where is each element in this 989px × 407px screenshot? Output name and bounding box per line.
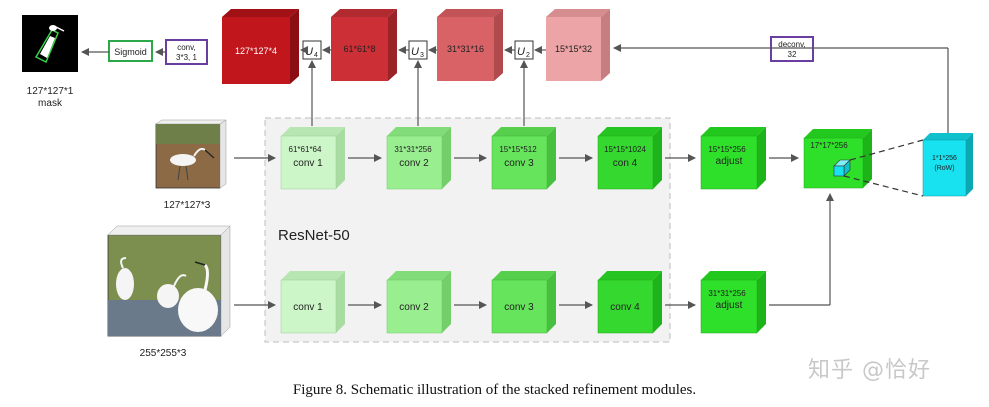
- svg-text:adjust: adjust: [716, 300, 743, 311]
- svg-text:61*61*64: 61*61*64: [289, 145, 322, 154]
- svg-text:conv 2: conv 2: [399, 302, 429, 313]
- svg-text:31*31*256: 31*31*256: [708, 289, 746, 298]
- search-conv2: conv 2: [386, 271, 451, 334]
- correlation-cube: 17*17*256: [803, 129, 872, 189]
- svg-text:(RoW): (RoW): [934, 165, 954, 172]
- refine-map-1: 127*127*4: [222, 9, 299, 84]
- template-image-label: 127*127*3: [164, 200, 211, 211]
- search-image-label: 255*255*3: [140, 348, 187, 359]
- template-conv3: 15*15*512 conv 3: [491, 127, 556, 190]
- conv-label-line2: 3*3, 1: [176, 53, 197, 62]
- refine-op-u3: U 3: [408, 40, 428, 60]
- template-image: [155, 119, 227, 189]
- row-dashed-links: [843, 139, 924, 197]
- backbone-label: ResNet-50: [278, 227, 350, 244]
- svg-text:con 4: con 4: [613, 158, 638, 169]
- svg-text:17*17*256: 17*17*256: [810, 141, 848, 150]
- row-cube: 1*1*256 (RoW): [922, 133, 973, 197]
- figure-caption: Figure 8. Schematic illustration of the …: [292, 382, 697, 398]
- svg-text:conv 1: conv 1: [293, 302, 323, 313]
- svg-text:1*1*256: 1*1*256: [932, 155, 957, 162]
- template-adjust: 15*15*256 adjust: [700, 127, 766, 190]
- mask-image: [22, 15, 78, 72]
- refine-map-4: 15*15*32: [546, 9, 610, 81]
- svg-text:conv 3: conv 3: [504, 302, 534, 313]
- template-conv2: 31*31*256 conv 2: [386, 127, 451, 190]
- template-conv1: 61*61*64 conv 1: [280, 127, 345, 190]
- conv-box: [165, 39, 208, 65]
- sigmoid-box: [108, 40, 153, 62]
- svg-text:31*31*256: 31*31*256: [394, 145, 432, 154]
- search-conv3: conv 3: [491, 271, 556, 334]
- watermark: 知乎 @恰好: [808, 358, 931, 383]
- svg-text:2: 2: [526, 52, 530, 59]
- deconv-label-line2: 32: [788, 50, 797, 59]
- deconv-label-line1: deconv,: [778, 40, 805, 49]
- svg-text:61*61*8: 61*61*8: [343, 44, 375, 54]
- refine-map-3: 31*31*16: [437, 9, 503, 81]
- svg-text:U: U: [305, 46, 313, 58]
- sigmoid-label: Sigmoid: [114, 47, 147, 57]
- deconv-box: [770, 36, 814, 62]
- svg-text:adjust: adjust: [716, 156, 743, 167]
- svg-text:conv 1: conv 1: [293, 158, 323, 169]
- refine-map-2: 61*61*8: [331, 9, 397, 81]
- svg-text:3: 3: [420, 52, 424, 59]
- conv-label-line1: conv,: [177, 43, 196, 52]
- svg-text:31*31*16: 31*31*16: [447, 44, 484, 54]
- refine-op-u2: U 2: [514, 40, 534, 60]
- mask-name-label: mask: [38, 98, 63, 109]
- svg-text:U: U: [411, 46, 419, 58]
- svg-text:15*15*256: 15*15*256: [708, 145, 746, 154]
- svg-text:15*15*32: 15*15*32: [555, 44, 592, 54]
- svg-text:127*127*4: 127*127*4: [235, 46, 277, 56]
- search-adjust: 31*31*256 adjust: [700, 271, 766, 334]
- mask-size-label: 127*127*1: [27, 86, 74, 97]
- search-conv1: conv 1: [280, 271, 345, 334]
- svg-text:15*15*512: 15*15*512: [499, 145, 537, 154]
- svg-text:U: U: [517, 46, 525, 58]
- svg-text:4: 4: [314, 52, 318, 59]
- template-conv4: 15*15*1024 con 4: [597, 127, 662, 190]
- svg-text:conv 3: conv 3: [504, 158, 534, 169]
- svg-text:conv 4: conv 4: [610, 302, 640, 313]
- svg-text:conv 2: conv 2: [399, 158, 429, 169]
- search-image: [107, 225, 231, 337]
- svg-text:15*15*1024: 15*15*1024: [604, 145, 646, 154]
- refine-op-u4: U 4: [302, 40, 322, 60]
- flow-arrows: [234, 154, 834, 309]
- search-conv4: conv 4: [597, 271, 662, 334]
- top-arrows: [81, 44, 949, 136]
